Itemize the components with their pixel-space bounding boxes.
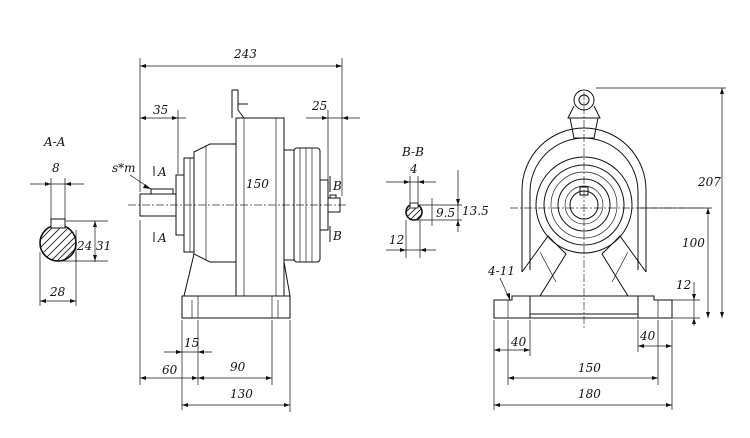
section-bb-shaft-dia: 9.5 bbox=[436, 206, 455, 220]
section-aa-key-width: 8 bbox=[52, 161, 60, 175]
foot-left-width: 40 bbox=[510, 335, 527, 349]
overall-length: 243 bbox=[233, 47, 257, 61]
section-bb: B-B 4 9.5 13.5 bbox=[386, 145, 489, 258]
key-callout: s*m bbox=[112, 161, 136, 175]
overall-height: 207 bbox=[697, 175, 721, 189]
base-thickness: 12 bbox=[676, 278, 691, 292]
front-height-label: 150 bbox=[246, 177, 269, 191]
center-height: 100 bbox=[682, 236, 705, 250]
foot-center: 90 bbox=[230, 360, 246, 374]
foot-right-width: 40 bbox=[639, 329, 656, 343]
section-bb-title: B-B bbox=[401, 145, 424, 159]
base-width: 180 bbox=[578, 387, 601, 401]
base-length: 130 bbox=[230, 387, 253, 401]
section-aa: A-A 8 bbox=[30, 135, 111, 306]
section-aa-title: A-A bbox=[43, 135, 66, 149]
section-mark-a-bottom: A bbox=[157, 231, 167, 245]
front-view: s*m A A B B 150 bbox=[112, 47, 360, 412]
foot-gap: 15 bbox=[184, 336, 199, 350]
section-mark-b-bottom: B bbox=[332, 229, 342, 243]
foot-offset: 60 bbox=[162, 363, 178, 377]
side-view: 4-11 207 100 12 40 40 bbox=[487, 87, 726, 410]
section-aa-key-depth: 24 bbox=[76, 239, 92, 253]
section-aa-shaft-dia: 31 bbox=[96, 239, 111, 253]
flange-offset: 25 bbox=[311, 99, 327, 113]
section-bb-total: 13.5 bbox=[462, 204, 489, 218]
section-mark-a-top: A bbox=[157, 165, 167, 179]
section-mark-b-top: B bbox=[332, 179, 342, 193]
section-bb-length: 12 bbox=[389, 233, 404, 247]
holes-label: 4-11 bbox=[487, 264, 515, 278]
section-bb-key-width: 4 bbox=[409, 162, 418, 176]
section-aa-shaft bbox=[39, 218, 77, 262]
hole-spacing: 150 bbox=[578, 361, 601, 375]
section-aa-total: 28 bbox=[49, 285, 66, 299]
shaft-length: 35 bbox=[153, 103, 168, 117]
